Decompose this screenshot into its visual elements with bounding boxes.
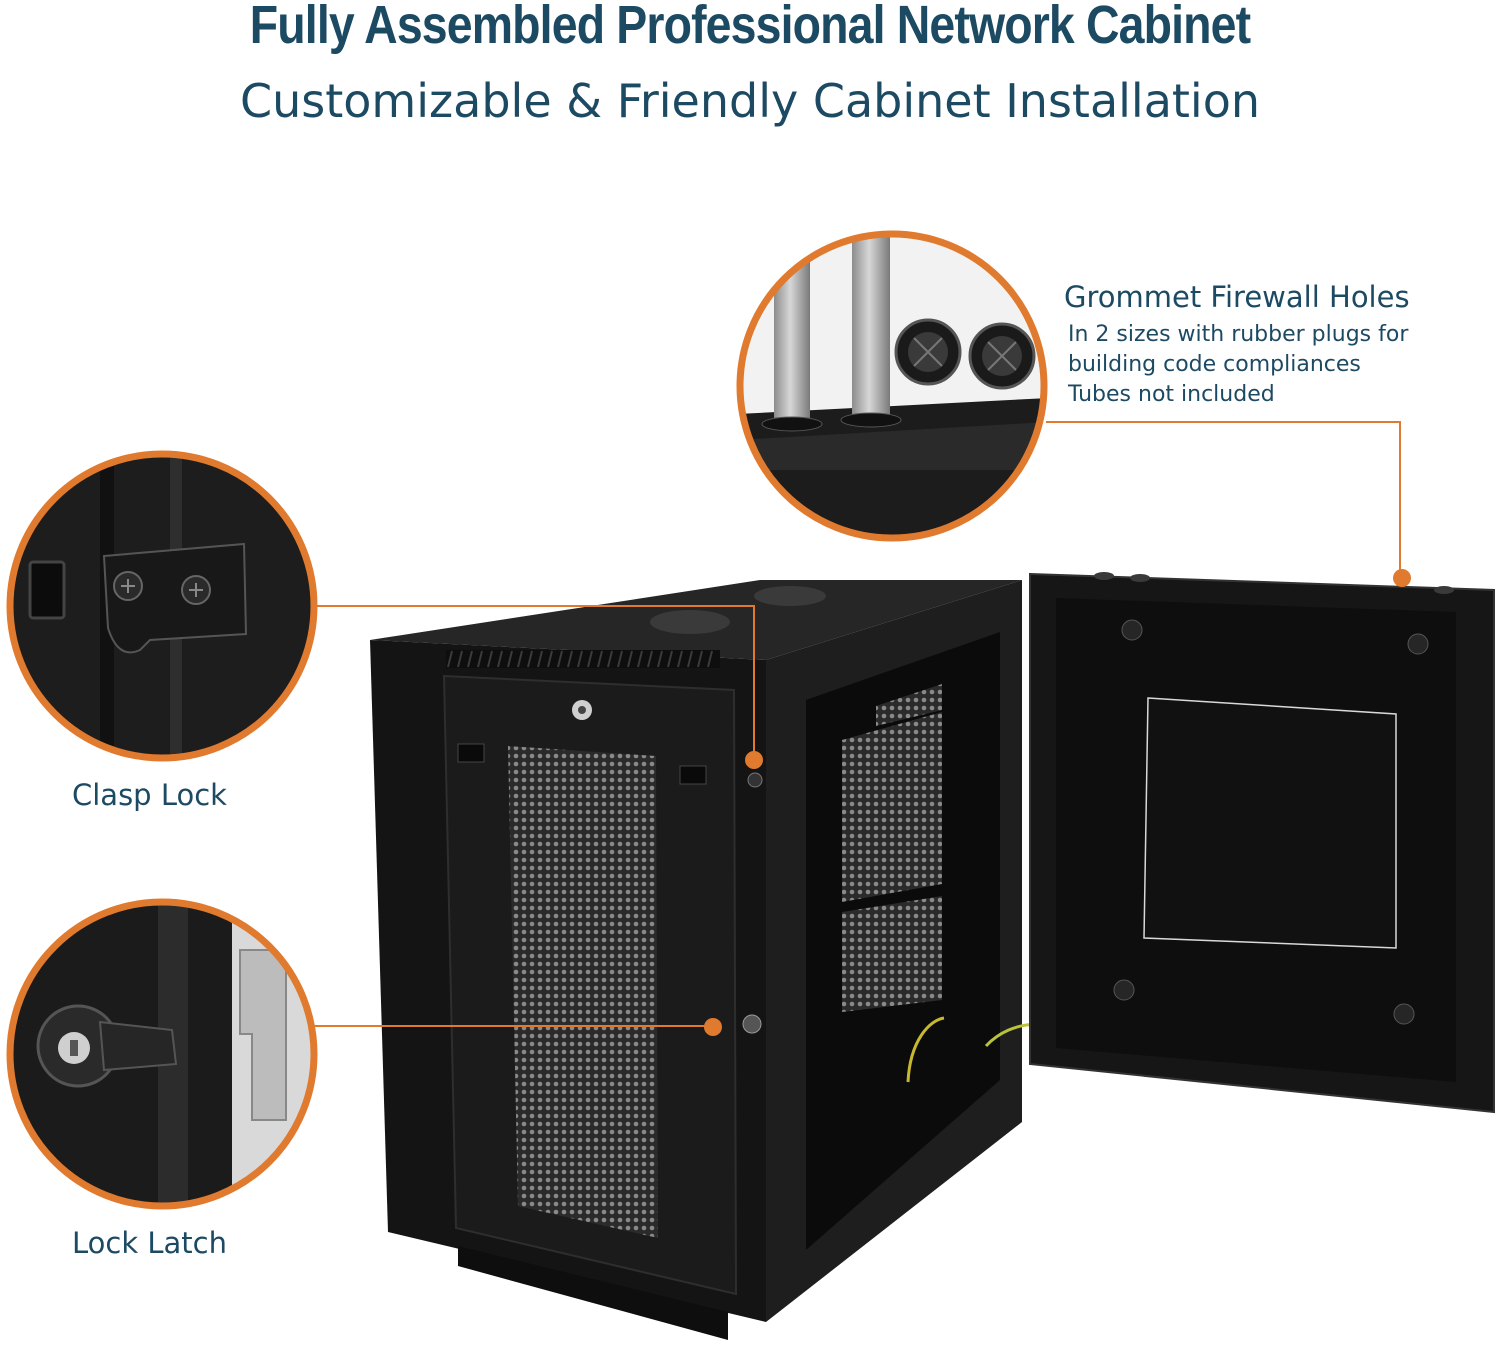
grommet-callout-description: In 2 sizes with rubber plugs for buildin… [1068,320,1408,410]
side-lock-icon [742,1014,762,1034]
cabinet-body [370,580,1106,1340]
door-mesh [508,746,658,1238]
interior-mesh-panel [876,684,942,726]
interior-mesh-panel [842,712,942,902]
removed-side-panel [1029,572,1495,1114]
clasp-lock-zoom-circle [6,450,318,762]
vent-slots [458,1246,728,1340]
keyhole-mount-icon [1393,1003,1415,1025]
ground-wire [906,1016,945,1083]
grommet-desc-line: Tubes not included [1068,382,1275,407]
lock-latch-label: Lock Latch [72,1226,227,1260]
page-title: Fully Assembled Professional Network Cab… [249,0,1251,55]
grommet-desc-line: building code compliances [1068,352,1361,377]
clasp-lock-label: Clasp Lock [72,778,227,812]
grommet-callout-title: Grommet Firewall Holes [1064,280,1410,314]
grommet-desc-line: In 2 sizes with rubber plugs for [1068,322,1409,347]
lock-latch-zoom-circle [6,898,318,1210]
fan-vent-icon [754,586,826,606]
vent-slots [446,650,720,668]
callout-dot [1393,569,1411,587]
callout-dot [704,1018,722,1036]
keyhole-mount-icon [1121,619,1143,641]
grommet-zoom-circle [736,230,1048,542]
conduit-tube [852,234,890,418]
callout-lines [314,421,1401,1027]
keyhole-mount-icon [1113,979,1135,1001]
clasp-slot-icon [457,743,485,763]
page-subtitle: Customizable & Friendly Cabinet Installa… [240,74,1260,128]
interior-mesh-panel [842,896,942,1012]
clasp-lock-icon [747,772,763,788]
callout-dot [745,751,763,769]
clasp-slot-icon [679,765,707,785]
panel-frame [1143,697,1397,949]
keyhole-mount-icon [1407,633,1429,655]
fan-vent-icon [650,610,730,634]
